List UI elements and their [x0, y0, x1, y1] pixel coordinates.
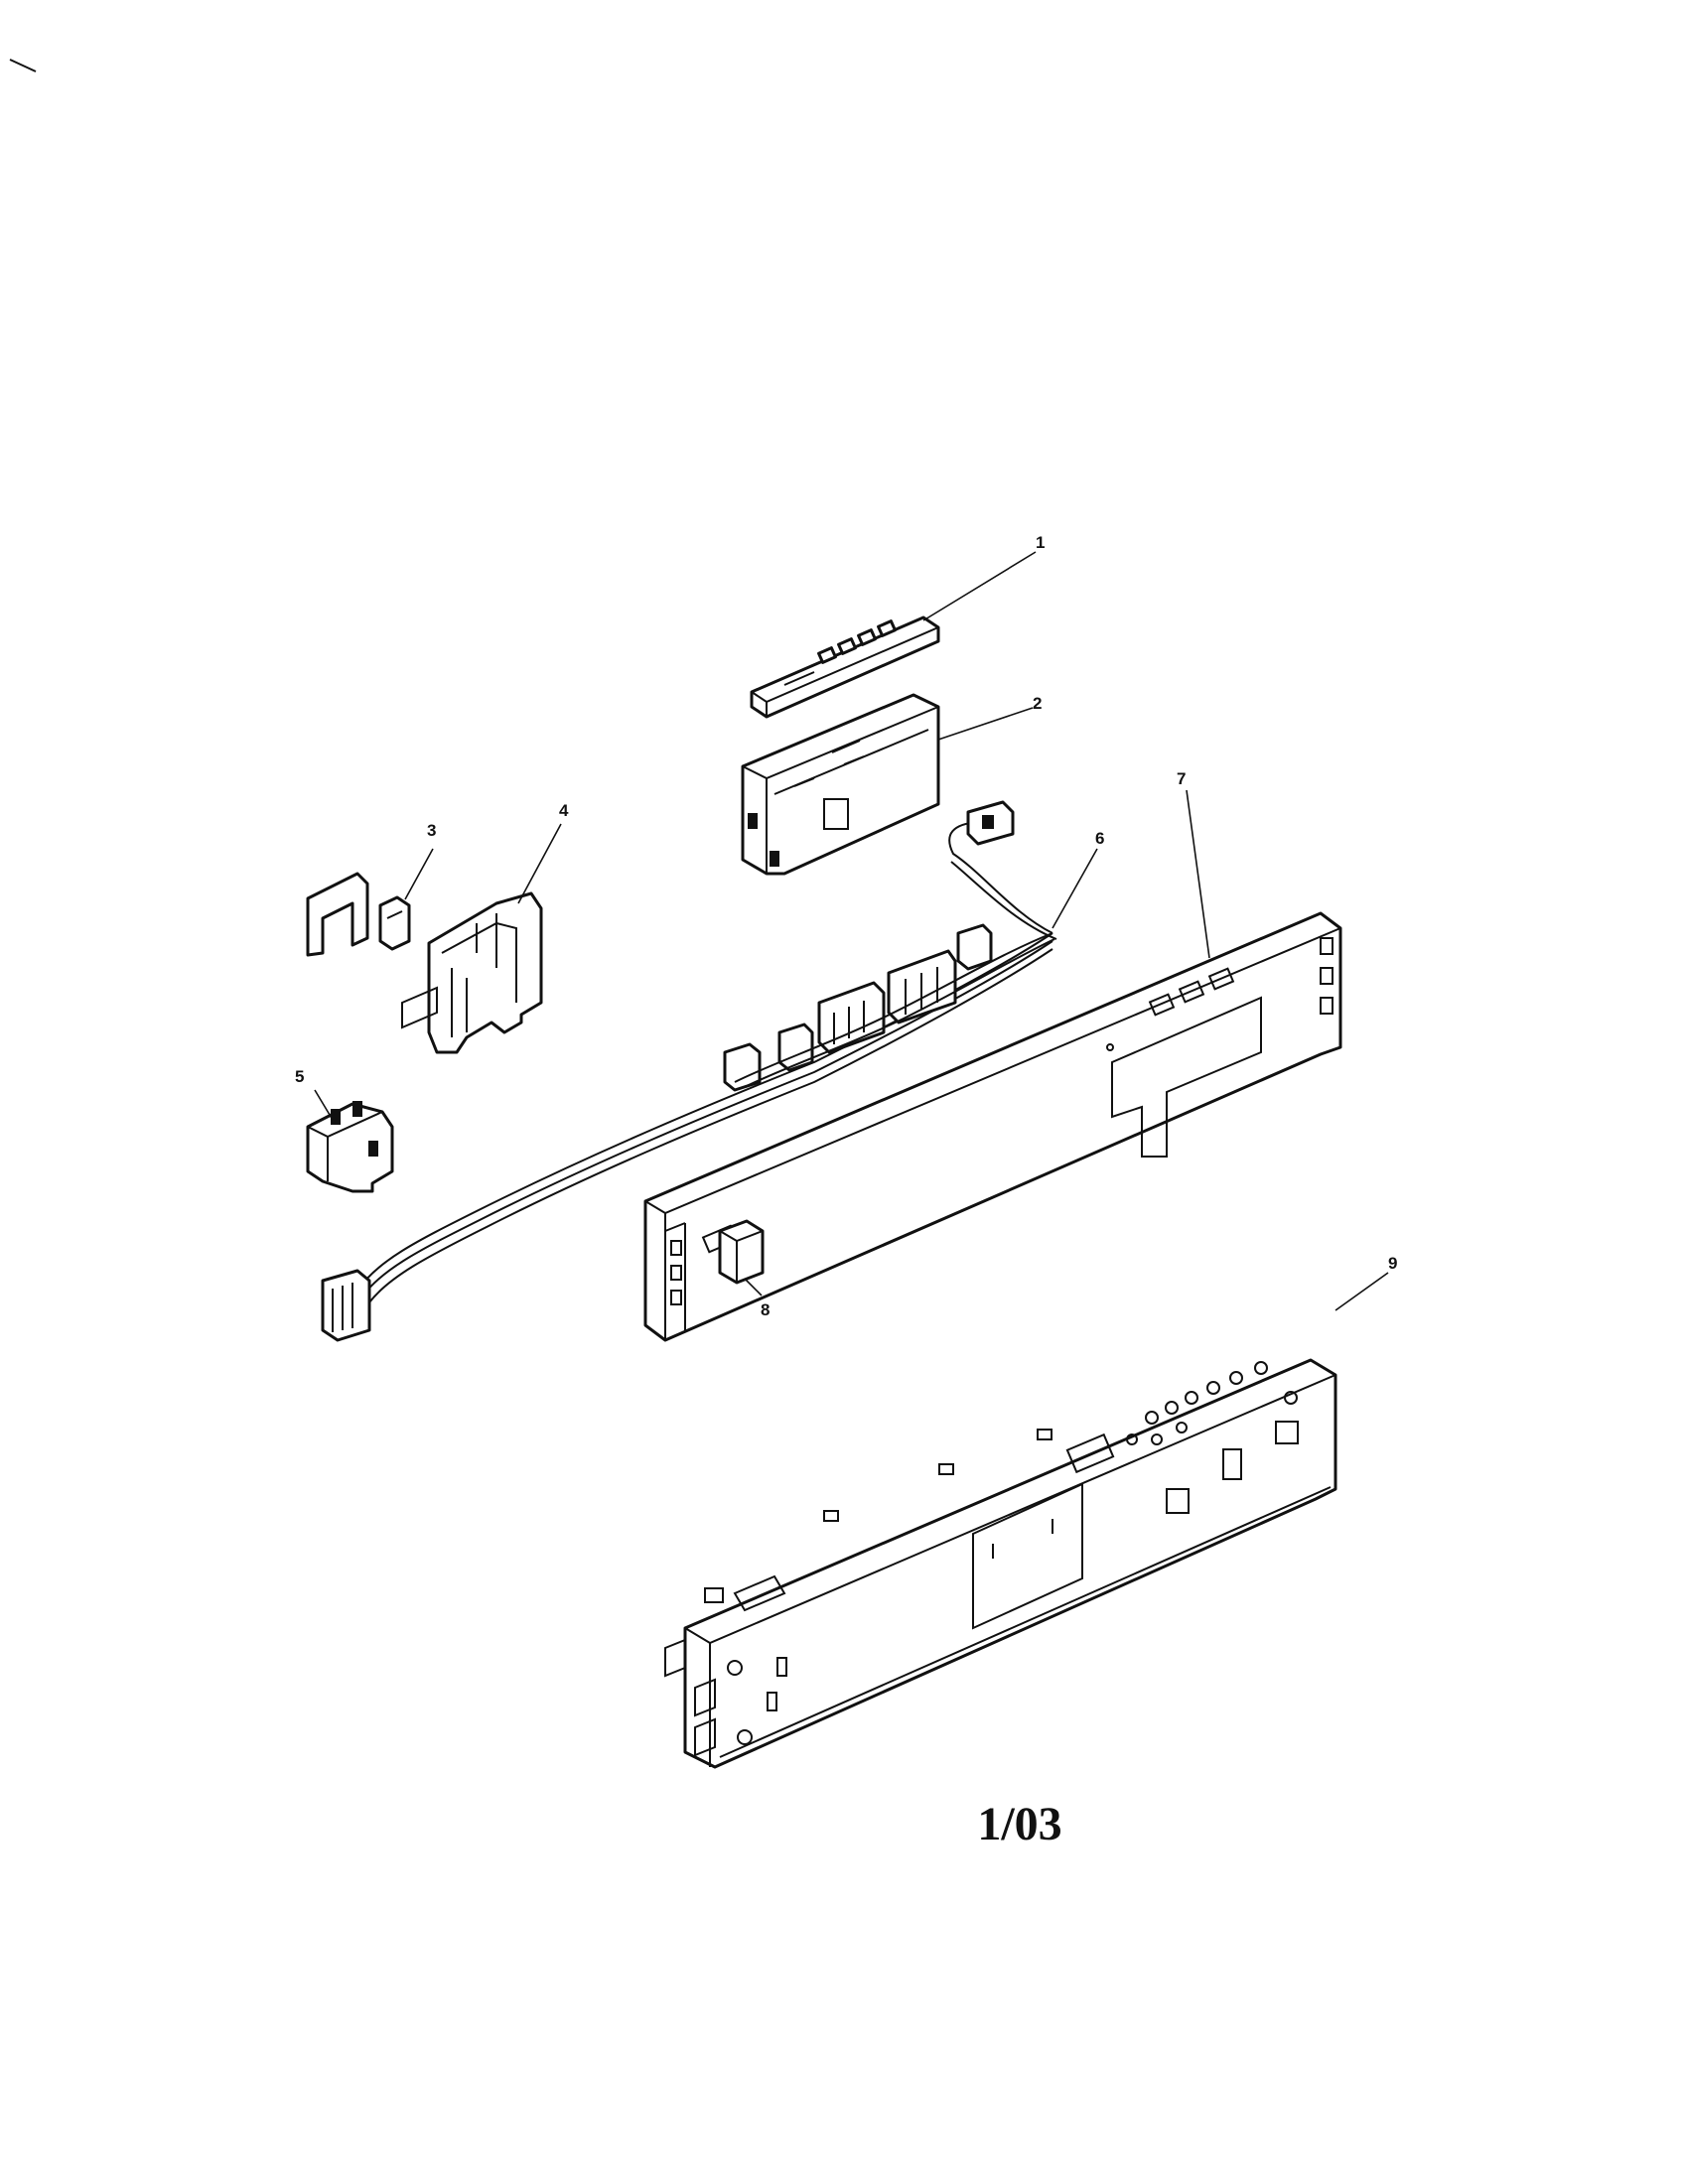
page-code: 1/03: [977, 1798, 1062, 1850]
callout-3: 3: [427, 821, 436, 840]
callout-6: 6: [1095, 829, 1104, 848]
callout-9: 9: [1388, 1254, 1397, 1273]
leader-lines: [314, 551, 1389, 1311]
part-3-switch-bracket: [306, 872, 411, 957]
part-6-wiring-harness: [321, 800, 1057, 1342]
callout-2: 2: [1033, 694, 1042, 713]
part-7-control-panel-frame: [643, 911, 1342, 1342]
scan-mark: [9, 59, 37, 72]
callout-4: 4: [559, 801, 569, 820]
callout-5: 5: [295, 1067, 304, 1086]
part-9-panel-housing: [664, 1358, 1337, 1769]
part-5-relay-block: [306, 1101, 394, 1193]
part-2-control-module: [741, 693, 940, 876]
callout-1: 1: [1036, 533, 1045, 552]
part-8-small-block: [718, 1219, 765, 1285]
part-4-door-latch: [401, 891, 543, 1054]
callout-labels: 1 2 3 4 5 6 7 8 9: [295, 533, 1397, 1319]
callout-7: 7: [1177, 769, 1186, 788]
callout-8: 8: [761, 1300, 770, 1319]
part-1-button-strip: [750, 615, 940, 719]
